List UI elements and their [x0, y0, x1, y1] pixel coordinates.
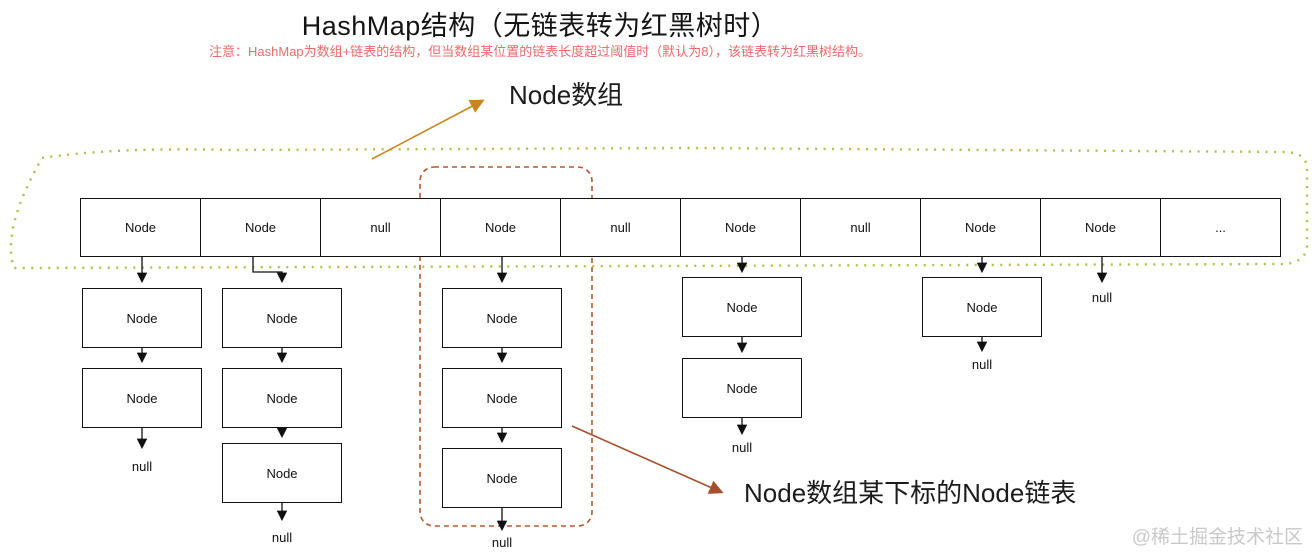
list-node: Node	[442, 368, 562, 428]
array-cell-3: Node	[440, 198, 561, 257]
list-node: Node	[682, 358, 802, 418]
watermark: @稀土掘金技术社区	[1131, 527, 1303, 548]
array-cell-0: Node	[80, 198, 201, 257]
list-node: Node	[442, 448, 562, 508]
array-cell-9: ...	[1160, 198, 1281, 257]
list-label: Node数组某下标的Node链表	[744, 478, 1077, 508]
array-cell-8: Node	[1040, 198, 1161, 257]
list-node: Node	[442, 288, 562, 348]
array-cell-7: Node	[920, 198, 1041, 257]
list-terminator: null	[731, 440, 753, 455]
list-node: Node	[922, 277, 1042, 337]
array-cell-6: null	[800, 198, 921, 257]
array-cell-5: Node	[680, 198, 801, 257]
list-terminator: null	[971, 357, 993, 372]
array-label: Node数组	[509, 80, 624, 110]
list-node: Node	[222, 288, 342, 348]
array-cell-1: Node	[200, 198, 321, 257]
list-terminator: null	[271, 530, 293, 545]
list-terminator: null	[131, 459, 153, 474]
diagram-title: HashMap结构（无链表转为红黑树时）	[301, 11, 779, 41]
list-node: Node	[82, 368, 202, 428]
array-cell-4: null	[560, 198, 681, 257]
node-array: Node Node null Node null Node null Node …	[80, 198, 1281, 257]
threshold-note: 注意：HashMap为数组+链表的结构，但当数组某位置的链表长度超过阈值时（默认…	[209, 44, 871, 59]
array-cell-2: null	[320, 198, 441, 257]
list-node: Node	[222, 368, 342, 428]
list-node: Node	[222, 443, 342, 503]
list-label-arrow	[571, 425, 724, 494]
list-node: Node	[82, 288, 202, 348]
list-terminator: null	[491, 535, 513, 550]
list-node: Node	[682, 277, 802, 337]
array-label-arrow	[371, 99, 485, 160]
list-terminator: null	[1091, 290, 1113, 305]
